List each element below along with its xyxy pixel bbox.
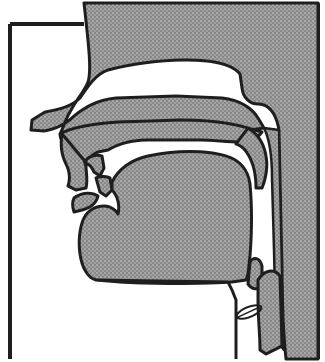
- larynx: [258, 271, 282, 354]
- neck-outline: [96, 280, 236, 359]
- tongue: [79, 152, 251, 284]
- upper-teeth: [86, 155, 104, 176]
- lower-teeth: [96, 177, 112, 197]
